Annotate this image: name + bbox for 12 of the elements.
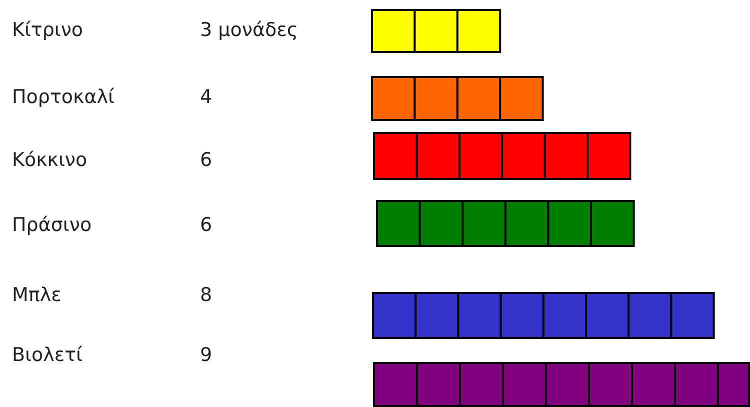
unit-count: 9 — [200, 343, 212, 367]
unit-count: 4 — [200, 85, 212, 109]
color-name: Πράσινο — [12, 213, 92, 237]
color-name: Βιολετί — [12, 343, 82, 367]
color-name: Κίτρινο — [12, 18, 84, 42]
color-name: Μπλε — [12, 283, 62, 307]
unit-count: 6 — [200, 148, 212, 172]
color-name: Πορτοκαλί — [12, 85, 114, 109]
unit-count: 6 — [200, 213, 212, 237]
color-name: Κόκκινο — [12, 148, 88, 172]
unit-count: 8 — [200, 283, 212, 307]
unit-count: 3 μονάδες — [200, 18, 298, 42]
